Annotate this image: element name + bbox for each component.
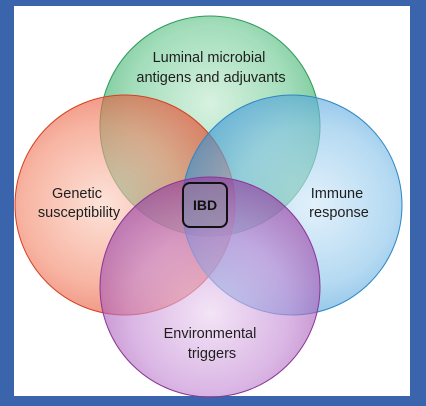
center-label: IBD [193, 197, 217, 213]
label-luminal: Luminal microbial antigens and adjuvants [136, 50, 285, 86]
label-environmental: Environmental triggers [164, 326, 261, 362]
label-genetic: Genetic susceptibility [38, 186, 121, 221]
label-immune: Immune response [309, 186, 369, 221]
center-box [182, 182, 228, 228]
circle-environmental [99, 176, 321, 398]
